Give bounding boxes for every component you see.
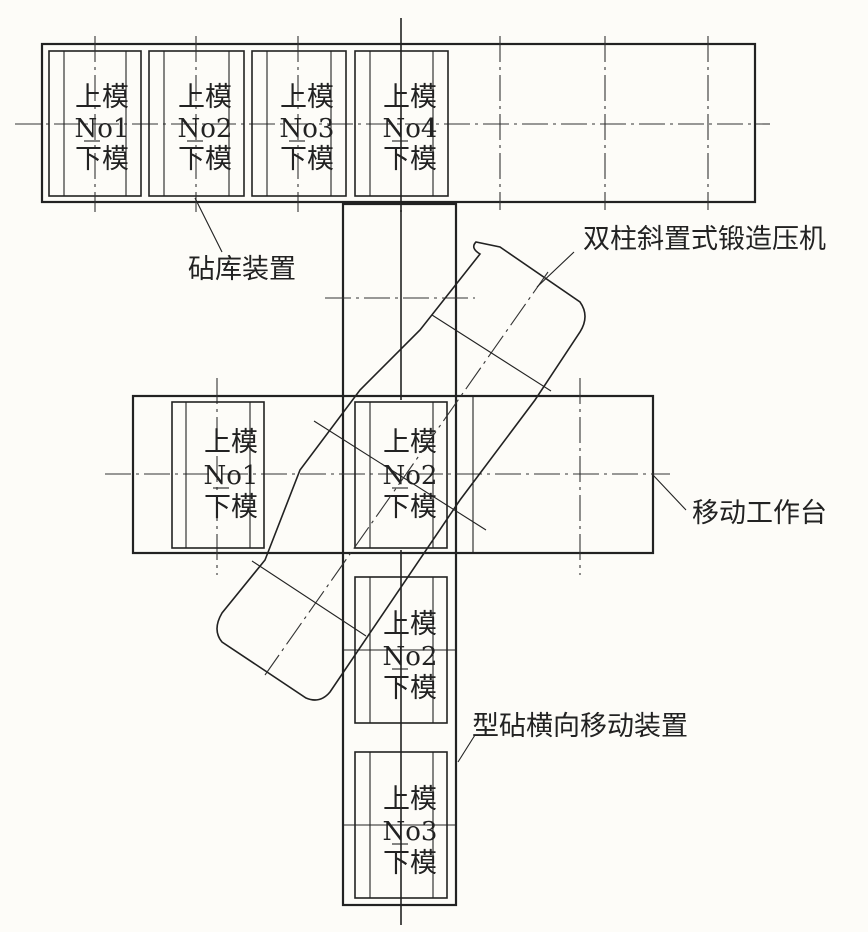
die-number: No4: [383, 114, 438, 144]
library-die-2: 上模 No2 下模: [148, 36, 245, 212]
table-die-1: 上模 No1 下模: [171, 401, 265, 549]
press-outline: [216, 241, 586, 701]
die-number: No3: [383, 817, 438, 847]
leader-lines: [194, 197, 687, 763]
die-label-upper: 上模: [383, 609, 437, 640]
label-anvil-library: 砧库装置: [188, 254, 296, 285]
die-label-upper: 上模: [383, 784, 437, 815]
die-label-upper: 上模: [75, 82, 129, 113]
leader-anvil-library: [194, 197, 223, 253]
moving-worktable: [105, 378, 670, 575]
library-die-3: 上模 No3 下模: [251, 36, 347, 212]
die-label-lower: 下模: [280, 144, 334, 175]
leader-transverse-device: [457, 734, 476, 763]
die-label-lower: 下模: [75, 144, 129, 175]
die-label-lower: 下模: [383, 673, 437, 704]
leader-press: [536, 251, 575, 288]
label-press: 双柱斜置式锻造压机: [583, 224, 826, 255]
die-label-lower: 下模: [383, 492, 437, 523]
die-label-lower: 下模: [383, 144, 437, 175]
die-number: No2: [178, 114, 233, 144]
die-label-upper: 上模: [383, 82, 437, 113]
die-label-upper: 上模: [178, 82, 232, 113]
library-die-1: 上模 No1 下模: [48, 36, 142, 212]
table-die-2: 上模 No2 下模: [354, 401, 448, 549]
die-number: No2: [383, 642, 438, 672]
die-label-upper: 上模: [280, 82, 334, 113]
label-moving-table: 移动工作台: [692, 498, 827, 529]
die-number: No1: [204, 461, 259, 491]
transverse-moving-column: [325, 202, 475, 925]
die-label-upper: 上模: [204, 427, 258, 458]
column-frame: [341, 202, 458, 907]
column-die-2: 上模 No2 下模: [343, 576, 456, 724]
press-centerline: [264, 271, 549, 676]
die-number: No1: [75, 114, 130, 144]
die-label-lower: 下模: [178, 144, 232, 175]
inclined-double-column-press: [216, 241, 586, 701]
anvil-library-frame: [40, 42, 757, 204]
label-transverse-device: 型砧横向移动装置: [472, 711, 688, 742]
library-die-4: 上模 No4 下模: [354, 18, 449, 212]
die-label-lower: 下模: [383, 848, 437, 879]
die-number: No3: [280, 114, 335, 144]
leader-moving-table: [652, 474, 687, 511]
column-die-3: 上模 No3 下模: [343, 751, 456, 899]
die-number: No2: [383, 461, 438, 491]
die-label-lower: 下模: [204, 492, 258, 523]
